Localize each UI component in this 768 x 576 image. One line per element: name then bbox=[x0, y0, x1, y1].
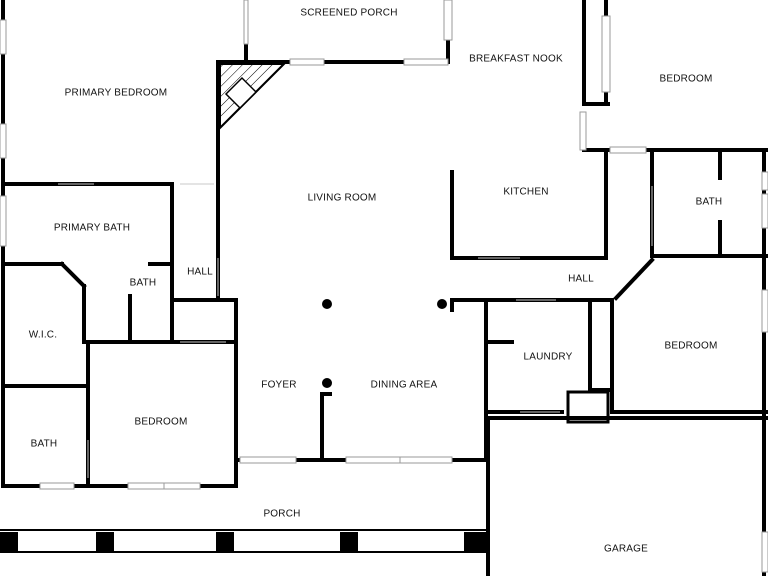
label-bedroom-sw: BEDROOM bbox=[134, 417, 187, 428]
window bbox=[243, 0, 249, 45]
window bbox=[289, 58, 325, 66]
window bbox=[403, 58, 449, 66]
columns bbox=[322, 299, 447, 388]
porch-post bbox=[340, 532, 358, 552]
porch-post bbox=[96, 532, 114, 552]
window bbox=[761, 531, 768, 573]
column bbox=[437, 299, 447, 309]
window bbox=[761, 193, 768, 229]
column bbox=[322, 299, 332, 309]
porch-post bbox=[216, 532, 234, 552]
label-garage: GARAGE bbox=[604, 544, 648, 555]
window bbox=[239, 456, 297, 464]
window bbox=[609, 146, 647, 154]
window bbox=[761, 171, 768, 191]
label-kitchen: KITCHEN bbox=[503, 187, 548, 198]
label-wic: W.I.C. bbox=[29, 330, 57, 341]
label-porch: PORCH bbox=[263, 509, 300, 520]
label-breakfast-nook: BREAKFAST NOOK bbox=[469, 54, 563, 65]
bedroom-east-angle-wall bbox=[613, 257, 655, 301]
primary-bath-angle-wall bbox=[59, 261, 87, 289]
porch-post bbox=[464, 532, 488, 552]
window bbox=[345, 456, 453, 464]
window bbox=[761, 289, 768, 333]
label-primary-bath: PRIMARY BATH bbox=[54, 223, 130, 234]
label-living-room: LIVING ROOM bbox=[308, 193, 377, 204]
label-bedroom-ne: BEDROOM bbox=[659, 74, 712, 85]
window bbox=[579, 111, 587, 151]
label-foyer: FOYER bbox=[261, 380, 296, 391]
room-labels: SCREENED PORCH BREAKFAST NOOK BEDROOM PR… bbox=[29, 8, 723, 555]
label-hall-west: HALL bbox=[187, 267, 213, 278]
window bbox=[39, 482, 75, 490]
label-bath-small: BATH bbox=[130, 278, 157, 289]
porch-post bbox=[0, 532, 18, 552]
window bbox=[601, 15, 611, 93]
label-bedroom-east: BEDROOM bbox=[664, 341, 717, 352]
column bbox=[322, 378, 332, 388]
window bbox=[443, 0, 453, 41]
label-screened-porch: SCREENED PORCH bbox=[300, 8, 397, 19]
label-hall-east: HALL bbox=[568, 274, 594, 285]
window bbox=[0, 123, 7, 159]
window bbox=[0, 195, 7, 247]
label-primary-bedroom: PRIMARY BEDROOM bbox=[65, 88, 168, 99]
porch-structure bbox=[0, 529, 488, 553]
label-dining-area: DINING AREA bbox=[371, 380, 438, 391]
label-laundry: LAUNDRY bbox=[523, 352, 572, 363]
label-bath-east: BATH bbox=[696, 197, 723, 208]
label-bath-sw: BATH bbox=[31, 439, 58, 450]
doorways bbox=[58, 183, 653, 478]
window bbox=[0, 19, 7, 55]
fireplace bbox=[219, 63, 287, 131]
